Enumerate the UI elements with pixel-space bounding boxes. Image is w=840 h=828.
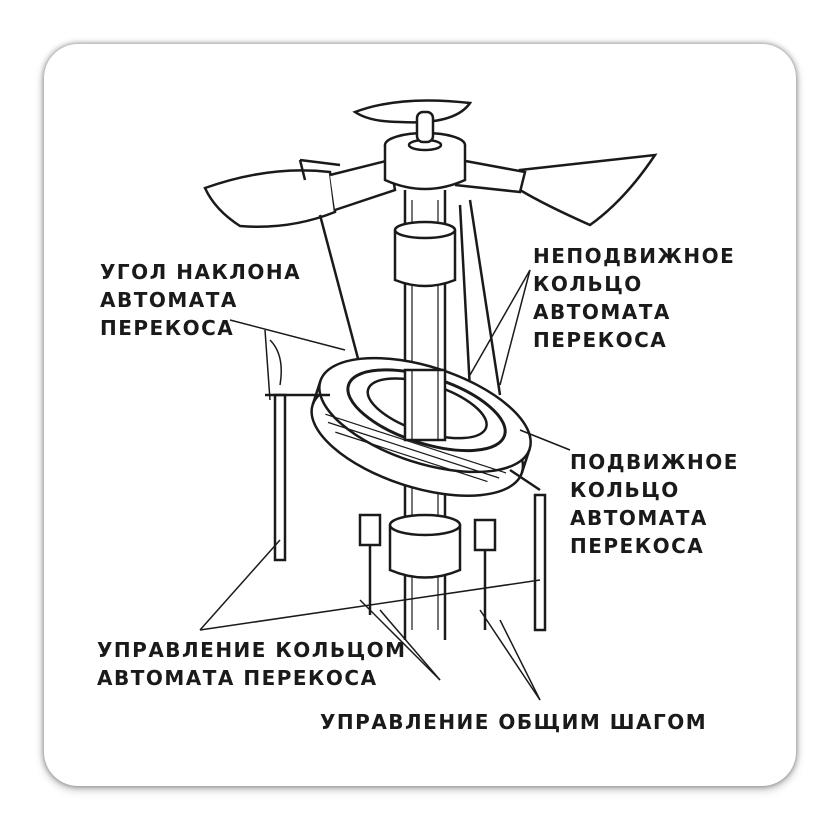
label-fixed-ring: НЕПОДВИЖНОЕ КОЛЬЦО АВТОМАТА ПЕРЕКОСА (533, 244, 736, 352)
label-collective-pitch: УПРАВЛЕНИЕ ОБЩИМ ШАГОМ (320, 710, 708, 734)
label-tilt-angle: УГОЛ НАКЛОНА АВТОМАТА ПЕРЕКОСА (100, 260, 302, 340)
lower-sleeve (388, 525, 462, 579)
label-ring-control: УПРАВЛЕНИЕ КОЛЬЦОМ АВТОМАТА ПЕРЕКОСА (97, 638, 407, 690)
rotor-blade-back (352, 99, 473, 124)
rotor-blade-left (203, 169, 337, 228)
control-rod-right (533, 493, 547, 632)
rotor-blade-right (518, 153, 658, 227)
control-rod-left (273, 393, 287, 562)
label-moving-ring: ПОДВИЖНОЕ КОЛЬЦО АВТОМАТА ПЕРЕКОСА (570, 450, 739, 558)
